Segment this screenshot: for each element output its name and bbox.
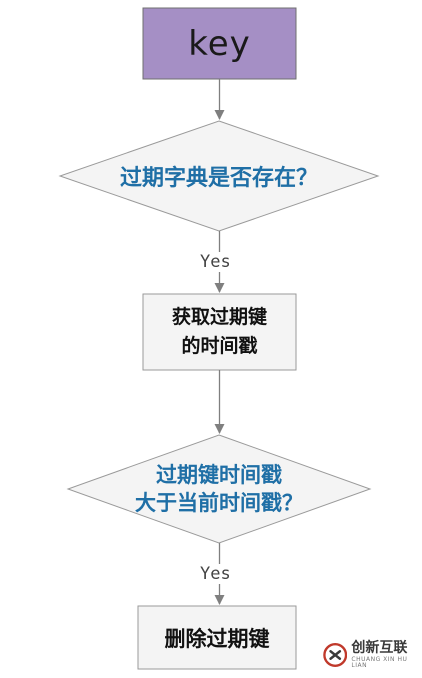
decision2-label-line2: 大于当前时间戳？: [135, 490, 303, 515]
watermark: 创新互联 CHUANG XIN HU LIAN: [323, 636, 421, 674]
watermark-subtext: CHUANG XIN HU LIAN: [351, 656, 408, 669]
end-node-text: 删除过期键: [138, 606, 296, 669]
decision2-label-line1: 过期键时间戳: [156, 462, 282, 487]
process-label-line2: 的时间戳: [181, 335, 258, 357]
chuangxin-logo-icon: [323, 643, 348, 667]
end-node: [137, 605, 297, 670]
end-label: 删除过期键: [164, 625, 270, 651]
process-node-text: 获取过期键 的时间戳: [143, 294, 296, 370]
start-label: key: [188, 23, 251, 64]
process-label-line1: 获取过期键: [171, 306, 267, 328]
decision2-text: 过期键时间戳 大于当前时间戳？: [68, 434, 370, 544]
start-node: [142, 7, 297, 80]
edge1-yes-label: Yes: [198, 252, 233, 272]
decision1-label: 过期字典是否存在？: [119, 165, 318, 191]
watermark-text: 创新互联: [351, 640, 408, 656]
process-node: [142, 293, 297, 371]
edge2-yes-label: Yes: [198, 564, 233, 584]
decision1-text: 过期字典是否存在？: [60, 120, 378, 232]
start-node-label: key: [143, 8, 296, 79]
